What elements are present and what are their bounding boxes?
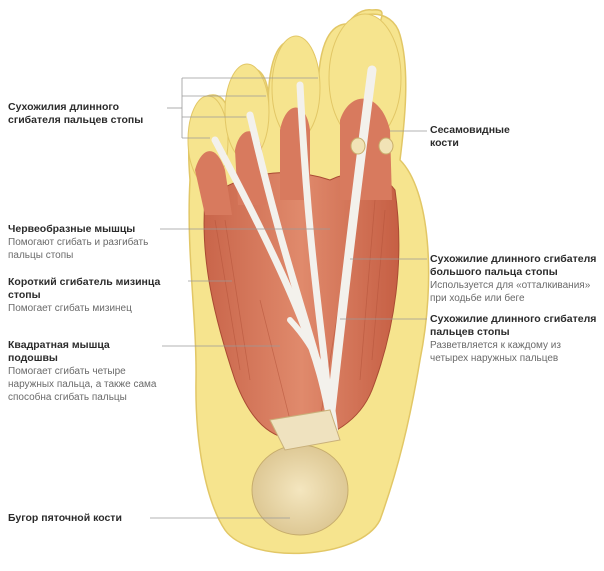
label-desc: Помогает сгибать четыре наружных пальца,…	[8, 366, 157, 403]
label-sesamoid: Сесамовидные кости	[430, 124, 530, 150]
tendons	[211, 65, 377, 433]
label-flexor-long-toes-tendons: Сухожилия длинного сгибателя пальцев сто…	[8, 101, 168, 127]
label-flexor-digiti-minimi: Короткий сгибатель мизинца стопы Помогае…	[8, 276, 193, 315]
sesamoid-bones	[350, 137, 394, 155]
label-quadratus-plantae: Квадратная мышца подошвы Помогает сгибат…	[8, 339, 158, 404]
label-title: Сухожилие длинного сгибателя пальцев сто…	[430, 313, 597, 338]
label-calcaneal-tuberosity: Бугор пяточной кости	[8, 512, 158, 525]
label-desc: Используется для «отталкивания» при ходь…	[430, 280, 591, 304]
label-lumbricals: Червеобразные мышцы Помогают сгибать и р…	[8, 223, 168, 262]
label-flexor-hallucis-tendon: Сухожилие длинного сгибателя большого па…	[430, 253, 600, 305]
label-flexor-toes-tendon: Сухожилие длинного сгибателя пальцев сто…	[430, 313, 600, 365]
label-title: Короткий сгибатель мизинца стопы	[8, 276, 161, 301]
heel	[251, 409, 349, 536]
label-title: Сухожилие длинного сгибателя большого па…	[430, 253, 597, 278]
label-desc: Помогает сгибать мизинец	[8, 303, 132, 314]
leader-lines	[150, 77, 427, 519]
label-title: Квадратная мышца подошвы	[8, 339, 110, 364]
label-title: Сесамовидные кости	[430, 124, 510, 149]
label-title: Сухожилия длинного сгибателя пальцев сто…	[8, 101, 144, 126]
label-title: Червеобразные мышцы	[8, 223, 136, 235]
label-desc: Разветвляется к каждому из четырех наруж…	[430, 340, 561, 364]
label-desc: Помогают сгибать и разгибать пальцы стоп…	[8, 237, 149, 261]
label-title: Бугор пяточной кости	[8, 512, 122, 524]
